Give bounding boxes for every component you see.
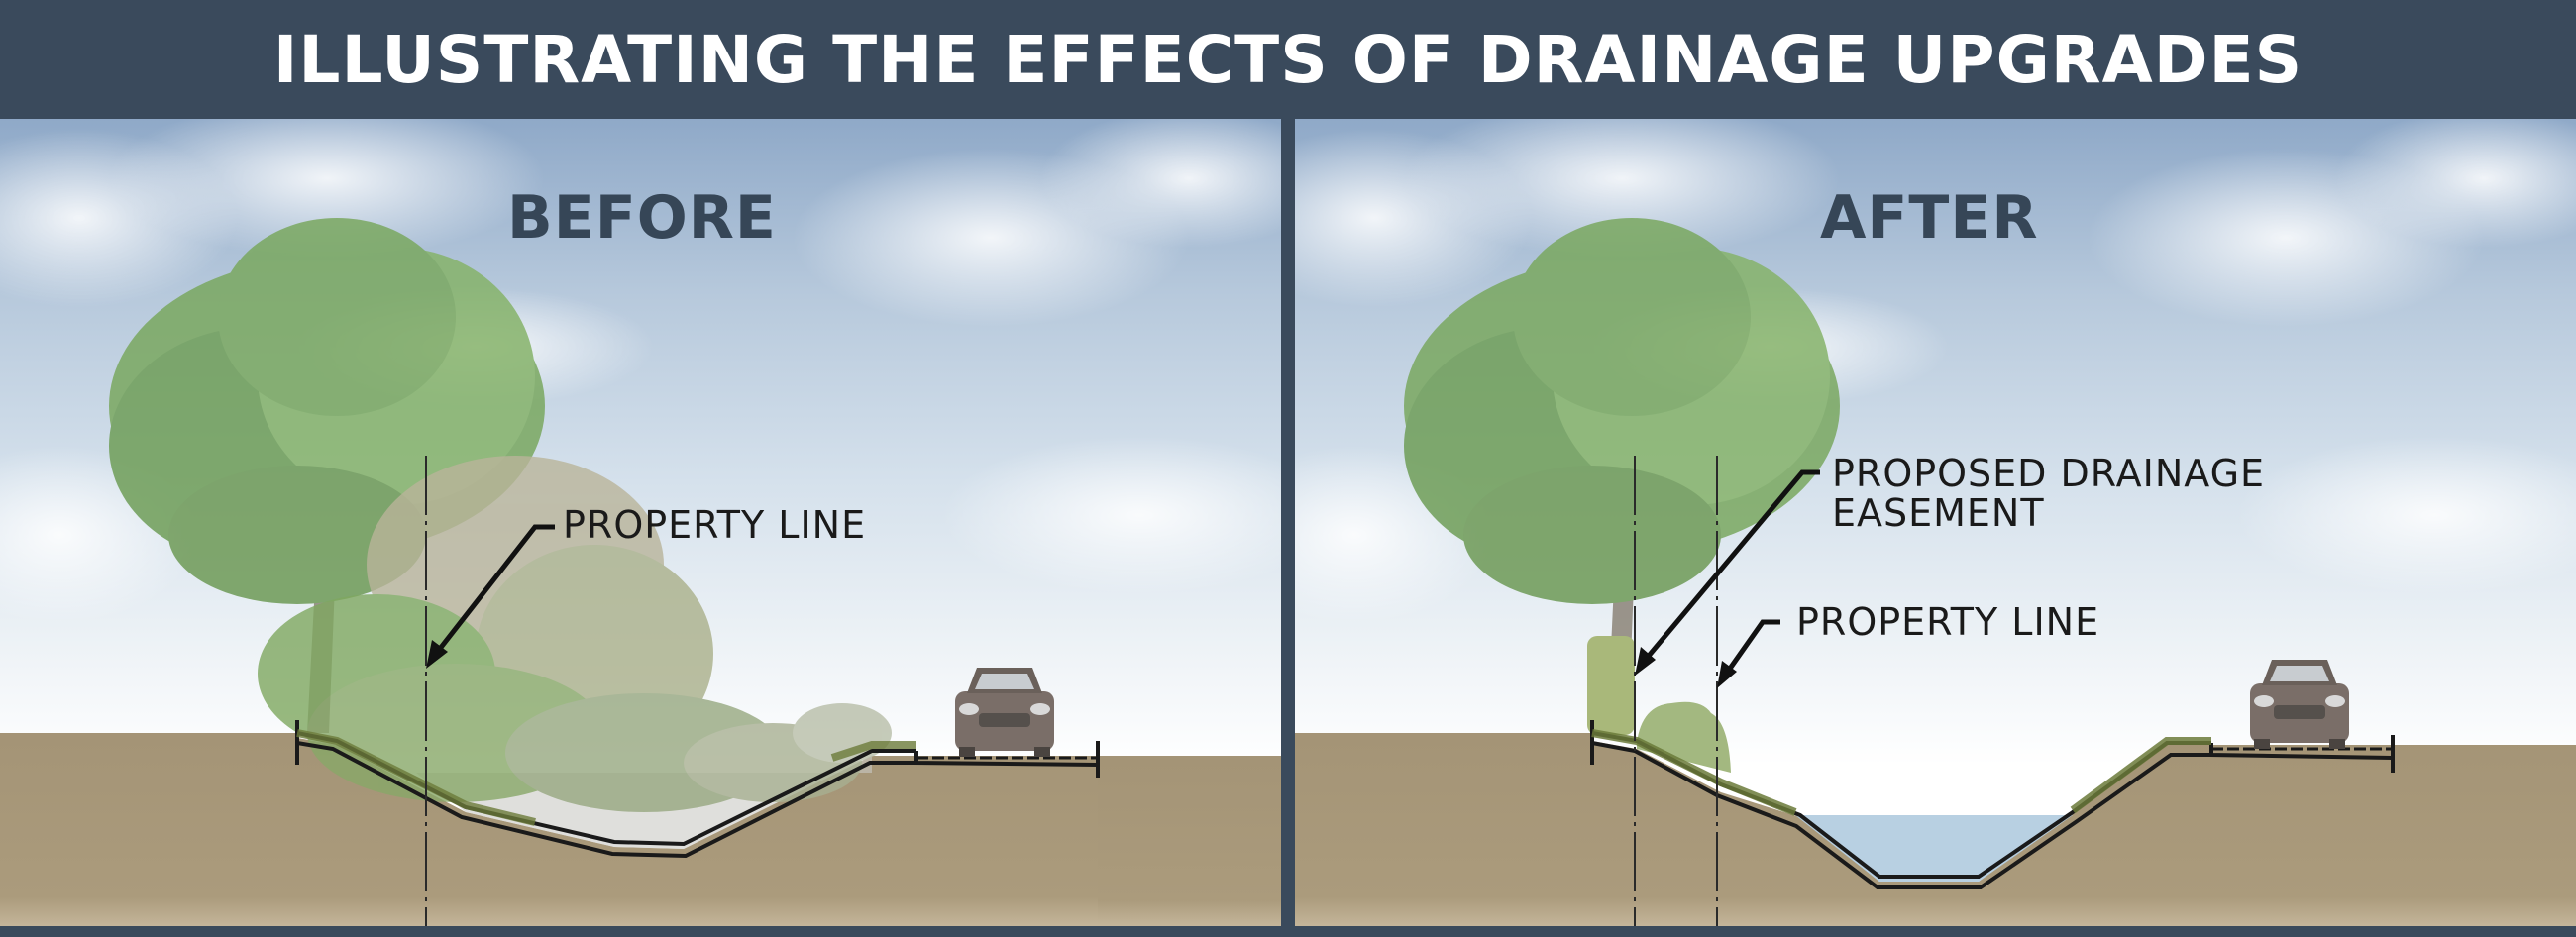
before-panel: BEFORE PROPERTY LINE [0,119,1281,926]
page-title: ILLUSTRATING THE EFFECTS OF DRAINAGE UPG… [272,21,2304,98]
easement-label: PROPOSED DRAINAGE EASEMENT [1832,452,2266,535]
easement-arrow [1635,469,1820,676]
after-property-line-label: PROPERTY LINE [1796,600,2100,644]
car [955,668,1054,757]
before-scene [0,119,1281,926]
after-panel: AFTER PROPOSED DRAINAGE EASEMENT PROPERT… [1295,119,2576,926]
ground [1295,733,2576,926]
before-title: BEFORE [507,183,777,253]
hedge [1587,636,1635,735]
car [2250,660,2349,749]
tree [1404,218,1840,733]
header-bar: ILLUSTRATING THE EFFECTS OF DRAINAGE UPG… [0,0,2576,119]
clouds [0,119,1281,624]
property-line-arrow [1717,619,1780,688]
property-line-arrow [426,524,555,669]
after-title: AFTER [1820,183,2039,253]
shrub [1637,701,1731,773]
before-property-line-label: PROPERTY LINE [563,503,867,547]
after-scene [1295,119,2576,926]
